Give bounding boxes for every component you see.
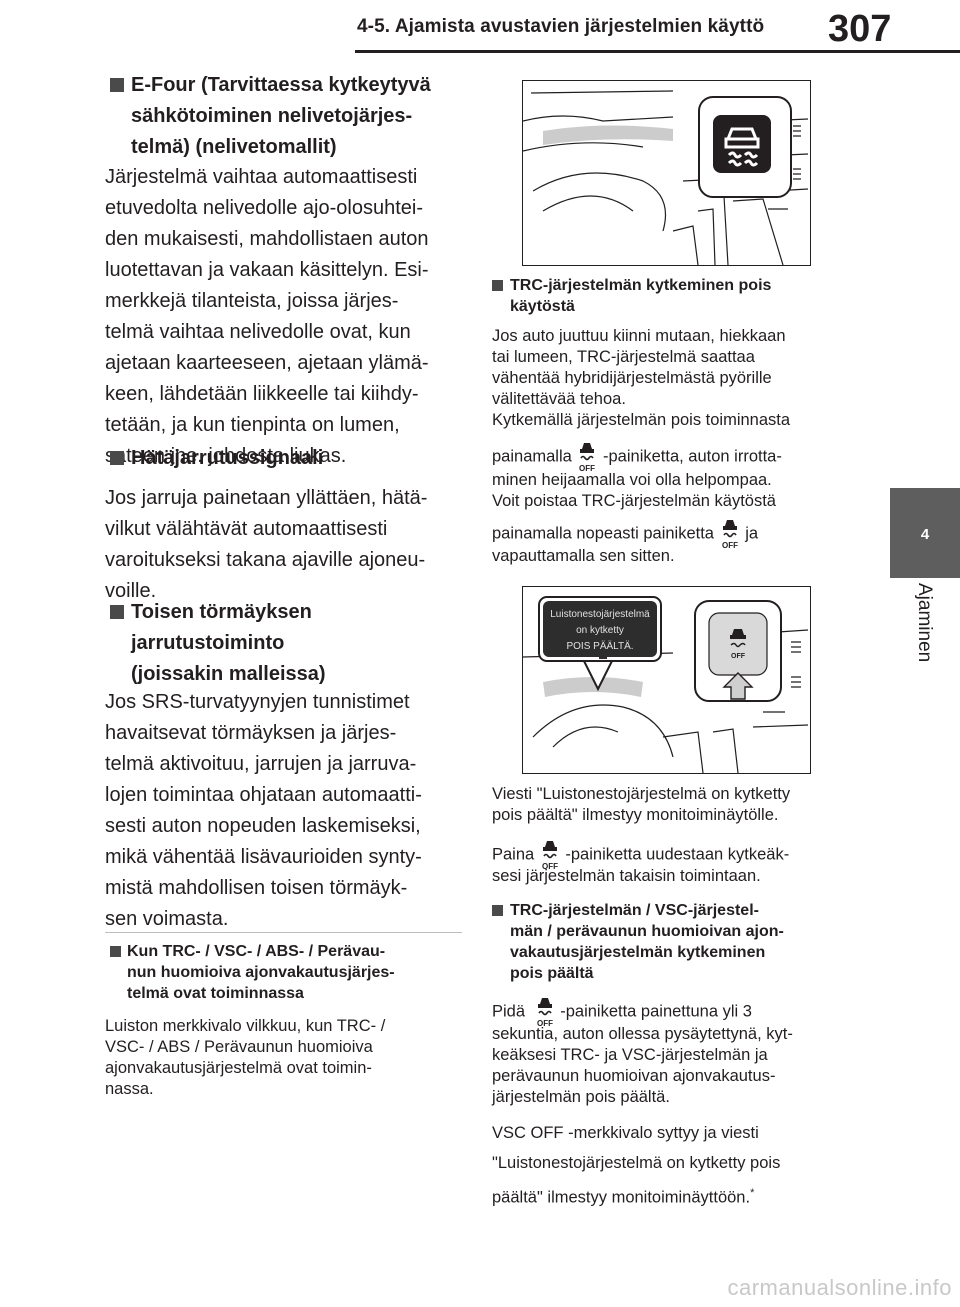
trc-off-button-icon: OFF [534, 995, 556, 1029]
section-bullet-icon [110, 451, 124, 465]
section-bullet-icon [492, 905, 503, 916]
section-heading-indicator: Kun TRC- / VSC- / ABS- / Perävau- nun hu… [127, 943, 395, 1002]
footnote-mark: * [750, 1187, 755, 1199]
chapter-label: Ajaminen [914, 583, 935, 663]
instruction-line-pida: Pidä OFF -painiketta painettuna yli 3 [492, 995, 752, 1029]
vsc-off-indicator-text: VSC OFF -merkkivalo syttyy ja viesti [492, 1124, 759, 1142]
section-body-indicator: Luiston merkkivalo vilkkuu, kun TRC- / V… [105, 1017, 386, 1098]
section-body-secondary-collision: Jos SRS-turvatyynyjen tunnistimet havait… [105, 691, 422, 930]
section-body-trc-off-release: vapauttamalla sen sitten. [492, 547, 675, 565]
section-bullet-icon [110, 605, 124, 619]
vsc-off-message-end: päältä" ilmestyy monitoiminäyttöön.* [492, 1187, 755, 1207]
message-appears-text: Viesti "Luistonestojärjestelmä on kytket… [492, 785, 791, 824]
section-title: 4-5. Ajamista avustavien järjestelmien k… [357, 16, 765, 37]
instruction-line-paina: Paina OFF -painiketta uudestaan kytkeäk- [492, 838, 789, 872]
section-body-all-off: sekuntia, auton ollessa pysäytettynä, ky… [492, 1025, 793, 1106]
trc-off-button-icon: OFF [539, 838, 561, 872]
display-message-line-2: on kytketty [576, 625, 624, 636]
chapter-number: 4 [920, 526, 930, 543]
svg-text:OFF: OFF [731, 653, 746, 660]
dashboard-message-illustration: Luistonestojärjestelmä on kytketty POIS … [523, 596, 809, 773]
section-divider [105, 932, 462, 933]
header-rule [355, 50, 960, 53]
section-heading-e-four: E-Four (Tarvittaessa kytkeytyvä sähkötoi… [131, 74, 431, 158]
svg-text:OFF: OFF [579, 464, 595, 473]
section-heading-emergency-signal: Hätäjarrutussignaali [131, 447, 324, 469]
section-body-trc-off: Jos auto juuttuu kiinni mutaan, hiekkaan… [492, 327, 791, 429]
display-message-line-3: POIS PÄÄLTÄ. [566, 640, 633, 652]
section-body-emergency-signal: Jos jarruja painetaan yllättäen, hätä- v… [105, 487, 428, 602]
section-body-trc-off-cont: minen heijaamalla voi olla helpompaa. Vo… [492, 471, 776, 510]
svg-text:OFF: OFF [537, 1019, 553, 1028]
dashboard-illustration [523, 90, 809, 265]
section-body-e-four: Järjestelmä vaihtaa automaattisesti etuv… [105, 166, 429, 467]
display-message-line-1: Luistonestojärjestelmä [550, 609, 650, 620]
instruction-line-paina-cont: sesi järjestelmän takaisin toimintaan. [492, 867, 761, 885]
section-bullet-icon [110, 78, 124, 92]
section-bullet-icon [110, 946, 121, 957]
section-heading-all-off: TRC-järjestelmän / VSC-järjestel- män / … [510, 902, 784, 982]
svg-text:OFF: OFF [722, 541, 738, 550]
vsc-off-message-text: "Luistonestojärjestelmä on kytketty pois [492, 1154, 781, 1172]
chapter-tab[interactable]: 4 [890, 488, 960, 578]
page-number: 307 [828, 8, 892, 50]
section-heading-secondary-collision: Toisen törmäyksen jarrutustoiminto (jois… [131, 601, 326, 685]
svg-text:OFF: OFF [542, 862, 558, 871]
section-heading-trc-off: TRC-järjestelmän kytkeminen pois käytöst… [510, 277, 772, 315]
instruction-line-quick-press: painamalla nopeasti painiketta OFF ja [492, 517, 758, 551]
figure-trc-switch-location [522, 80, 811, 266]
page-header: 4-5. Ajamista avustavien järjestelmien k… [0, 0, 960, 58]
trc-off-button-icon: OFF [719, 517, 741, 551]
instruction-line-press: painamalla OFF -painiketta, auton irrott… [492, 440, 782, 474]
watermark: carmanualsonline.info [727, 1275, 952, 1300]
section-bullet-icon [492, 280, 503, 291]
figure-trc-off-message: Luistonestojärjestelmä on kytketty POIS … [522, 586, 811, 774]
trc-off-button-icon: OFF [576, 440, 598, 474]
